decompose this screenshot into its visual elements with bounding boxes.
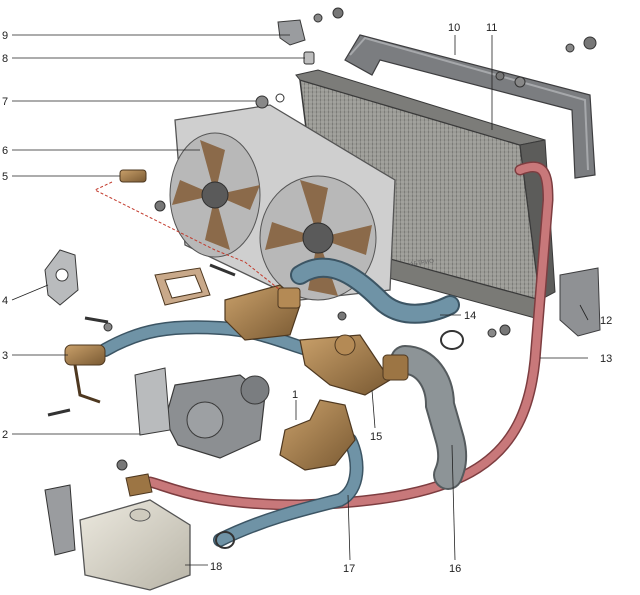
callout-16: 16	[449, 563, 461, 575]
water-pump	[134, 367, 270, 459]
callout-9: 9	[2, 30, 8, 42]
bracket-9	[277, 7, 344, 46]
connecting-pipe	[279, 399, 356, 471]
callout-5: 5	[2, 171, 8, 183]
callout-15: 15	[370, 431, 382, 443]
callout-8: 8	[2, 53, 8, 65]
hose-clamp	[215, 330, 464, 549]
sensor-wire	[93, 181, 281, 291]
bolt-group	[103, 36, 597, 471]
stud-bolts	[47, 263, 236, 417]
heater-hose	[98, 320, 317, 357]
leader-lines	[11, 34, 589, 566]
callout-1: 1	[292, 389, 298, 401]
callout-17: 17	[343, 563, 355, 575]
callout-12: 12	[600, 315, 612, 327]
expansion-tank-bracket	[44, 484, 76, 556]
cooling-fan-right	[265, 180, 372, 296]
return-hose	[213, 433, 364, 547]
watermark: АБТРИО	[409, 259, 434, 268]
outlet-pipe	[224, 284, 301, 341]
lower-radiator-hose	[390, 345, 468, 490]
callout-14: 14	[464, 310, 476, 322]
callout-7: 7	[2, 96, 8, 108]
cooling-fan-left	[172, 140, 260, 250]
radiator-bracket	[559, 267, 601, 337]
radiator-frame	[344, 34, 596, 179]
thermostat-gasket	[154, 267, 211, 306]
bolt-7	[255, 93, 285, 109]
callout-labels: 9 8 7 6 5 4 3 2 10 11 12 13 14 15 16 17 …	[2, 22, 612, 575]
callout-11: 11	[486, 22, 497, 34]
temperature-sensor	[119, 169, 147, 183]
inlet-flange	[44, 249, 79, 306]
callout-6: 6	[2, 145, 8, 157]
expansion-tank-cap	[125, 473, 153, 497]
upper-radiator-hose	[290, 257, 460, 324]
bushing-8	[303, 51, 315, 65]
callout-13: 13	[600, 353, 612, 365]
heater-pipe-fitting	[64, 344, 106, 404]
thermostat-housing	[299, 334, 409, 396]
callout-2: 2	[2, 429, 8, 441]
expansion-tank	[79, 499, 191, 591]
callout-18: 18	[210, 561, 222, 573]
fan-shroud	[169, 104, 396, 301]
callout-10: 10	[448, 22, 460, 34]
callout-3: 3	[2, 350, 8, 362]
callout-4: 4	[2, 295, 8, 307]
